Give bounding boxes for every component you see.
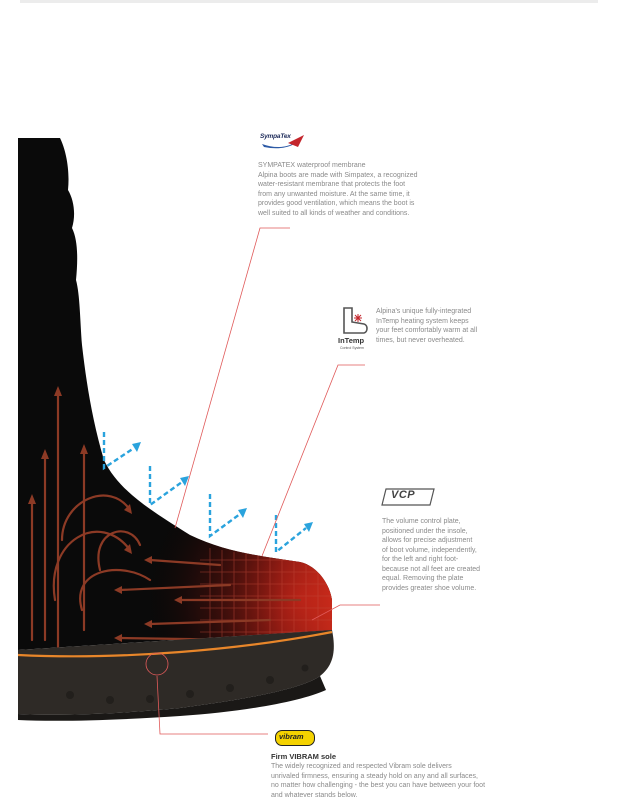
sympatex-line: water-resistant membrane that protects t… xyxy=(258,181,406,188)
sympatex-swoosh-icon xyxy=(262,135,304,149)
vcp-logo-text: VCP xyxy=(391,489,416,501)
sympatex-title: SYMPATEX waterproof membrane xyxy=(258,162,366,169)
intemp-logo-text: InTemp xyxy=(338,336,365,345)
vibram-line: The widely recognized and respected Vibr… xyxy=(271,763,452,770)
vibram-line: no matter how challenging - the best you… xyxy=(271,782,486,789)
intemp-logo: InTemp Control System xyxy=(338,306,372,352)
vibram-logo-text: vibram xyxy=(279,732,304,741)
vcp-logo: VCP xyxy=(380,487,436,507)
vcp-line: because not all feet are created xyxy=(382,565,481,573)
vibram-line: and whatever stands below. xyxy=(271,791,358,799)
top-divider xyxy=(20,0,598,3)
vcp-line: of boot volume, independently, xyxy=(382,546,477,554)
intemp-line: your feet comfortably warm at all xyxy=(376,327,478,334)
intemp-line: InTemp heating system keeps xyxy=(376,317,469,325)
intemp-callout: Alpina's unique fully-integrated InTemp … xyxy=(376,307,506,345)
heating-boot-icon xyxy=(343,307,368,334)
sympatex-logo-text: SympaTex xyxy=(260,133,291,140)
sympatex-callout: SYMPATEX waterproof membrane Alpina boot… xyxy=(258,161,448,218)
vibram-logo: vibram xyxy=(275,730,315,746)
vcp-line: for the left and right foot- xyxy=(382,556,459,563)
intemp-logo-subtext: Control System xyxy=(340,346,364,350)
vibram-title: Firm VIBRAM sole xyxy=(271,752,337,761)
vcp-line: positioned under the insole, xyxy=(382,527,468,535)
vcp-line: The volume control plate, xyxy=(382,518,461,525)
sympatex-line: Alpina boots are made with Simpatex, a r… xyxy=(258,171,418,179)
boot-sole xyxy=(18,630,334,715)
sympatex-line: provides good ventilation, which means t… xyxy=(258,200,415,207)
intemp-line: Alpina's unique fully-integrated xyxy=(376,308,472,315)
vcp-line: provides greater shoe volume. xyxy=(382,584,477,592)
vcp-line: equal. Removing the plate xyxy=(382,575,464,582)
vcp-badge-icon xyxy=(381,488,435,506)
sympatex-logo: SympaTex xyxy=(258,131,308,153)
sympatex-line: from any unwanted moisture. At the same … xyxy=(258,190,410,198)
vcp-line: allows for precise adjustment xyxy=(382,537,473,544)
sympatex-line: well suited to all kinds of weather and … xyxy=(258,209,410,217)
intemp-line: times, but never overheated. xyxy=(376,336,465,344)
vibram-callout: Firm VIBRAM sole The widely recognized a… xyxy=(271,752,571,800)
vibram-line: unrivaled firmness, ensuring a steady ho… xyxy=(271,772,479,780)
vcp-callout: The volume control plate, positioned und… xyxy=(382,517,512,593)
